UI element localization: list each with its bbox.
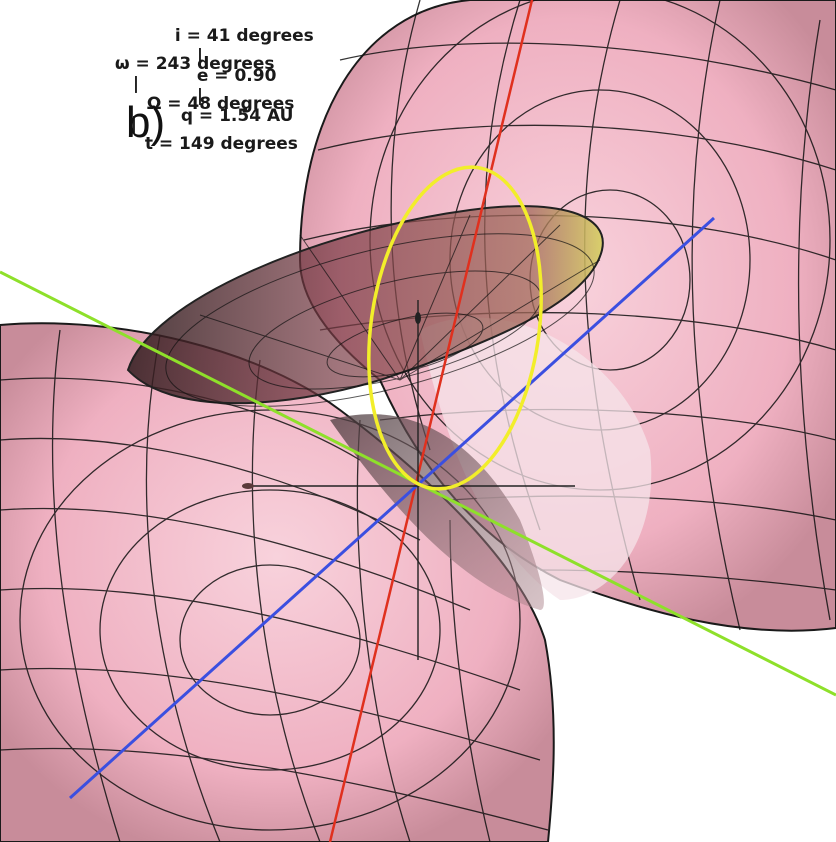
red-axis bbox=[328, 0, 534, 842]
perihelion-distance-value: q = 1.54 AU bbox=[180, 106, 294, 126]
eccentricity-value: e = 0.90 bbox=[196, 66, 277, 86]
node-value: Ω = 48 degrees bbox=[146, 94, 295, 114]
orbit-readout-line1: i = 41 degrees | e = 0.90 | q = 1.54 AU bbox=[163, 6, 314, 126]
blue-axis bbox=[68, 216, 716, 800]
orbital-disc bbox=[126, 205, 604, 407]
separator: | bbox=[196, 86, 204, 106]
origin-crosshair bbox=[242, 300, 575, 660]
true-anomaly-value: t = 149 degrees bbox=[144, 134, 298, 154]
lower-left-lobe bbox=[0, 322, 555, 842]
separator: | bbox=[130, 114, 138, 134]
arg-perihelion-value: ω = 243 degrees bbox=[114, 54, 275, 74]
orbit-ellipse bbox=[367, 165, 543, 491]
separator: | bbox=[196, 46, 204, 66]
separator: | bbox=[132, 74, 140, 94]
panel-label: b) bbox=[126, 98, 166, 147]
orbit-readout-line2: ω = 243 degrees | Ω = 48 degrees | t = 1… bbox=[103, 34, 298, 154]
inclination-value: i = 41 degrees bbox=[174, 26, 314, 46]
